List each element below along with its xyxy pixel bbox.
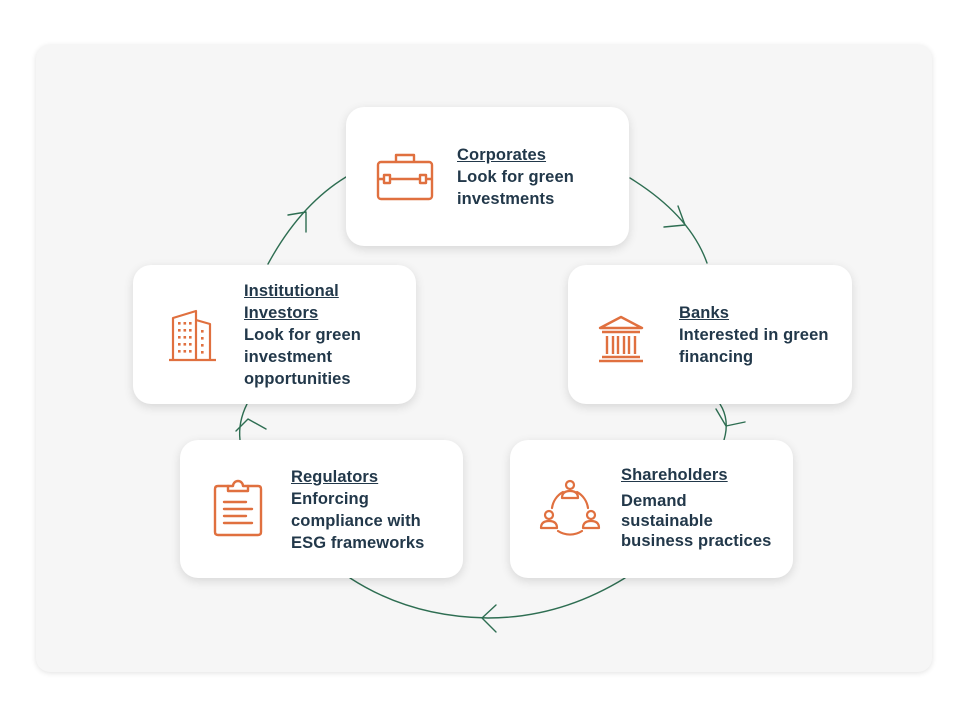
node-description: Look for green investments [457, 168, 574, 208]
node-text: Banks Interested in green financing [679, 302, 829, 368]
node-description: Look for green investment opportunities [244, 326, 361, 388]
node-regulators: Regulators Enforcing compliance with ESG… [180, 440, 463, 578]
arc-regulators-investors [238, 403, 248, 441]
node-text: Regulators Enforcing compliance with ESG… [291, 466, 424, 554]
node-text: Shareholders Demand sustainable business… [621, 464, 771, 551]
node-title: Institutional Investors [244, 282, 339, 322]
arrowhead-shareholders-regulators [481, 604, 497, 633]
node-title: Corporates [457, 146, 547, 164]
node-title: Banks [679, 304, 730, 322]
node-corporates: Corporates Look for green investments [346, 107, 629, 246]
node-institutional-investors: Institutional Investors Look for green i… [133, 265, 416, 404]
bank-icon [598, 315, 644, 363]
briefcase-icon [376, 153, 434, 201]
arrowhead-investors-corporates [287, 211, 307, 233]
arc-investors-corporates [267, 176, 347, 265]
node-text: Corporates Look for green investments [457, 144, 574, 210]
node-description: Interested in green financing [679, 326, 829, 366]
arc-shareholders-regulators [349, 577, 626, 619]
people-network-icon [539, 479, 601, 536]
node-banks: Banks Interested in green financing [568, 265, 852, 404]
node-title: Shareholders [621, 466, 728, 484]
arrowhead-regulators-investors [235, 418, 267, 432]
arrowhead-banks-shareholders [715, 408, 746, 427]
arrowhead-corporates-banks [663, 205, 686, 228]
node-shareholders: Shareholders Demand sustainable business… [510, 440, 793, 578]
node-text: Institutional Investors Look for green i… [244, 280, 361, 390]
office-building-icon [169, 309, 216, 362]
arc-corporates-banks [629, 177, 708, 264]
arc-banks-shareholders [719, 403, 727, 441]
node-description: Demand sustainable business practices [621, 492, 772, 550]
clipboard-icon [213, 479, 263, 537]
node-title: Regulators [291, 468, 379, 486]
node-description: Enforcing compliance with ESG frameworks [291, 490, 425, 552]
